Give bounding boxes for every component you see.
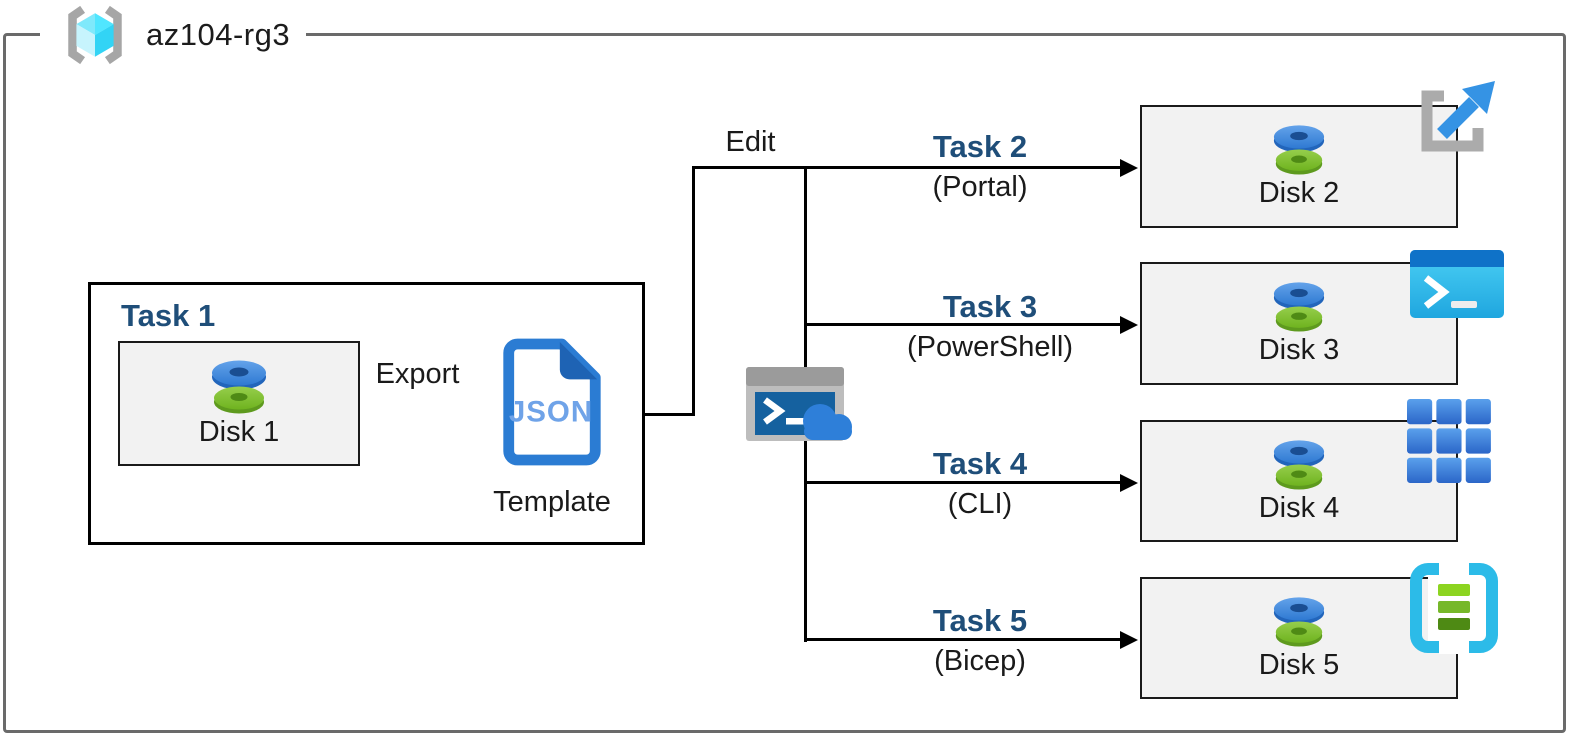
managed-disk-icon: [212, 360, 266, 414]
azure-portal-icon: [1421, 81, 1495, 152]
disk3-label: Disk 3: [1258, 334, 1340, 366]
disk2-box: Disk 2: [1140, 105, 1458, 228]
edit-label: Edit: [725, 126, 776, 158]
disk1-label: Disk 1: [198, 416, 280, 448]
connector-task4-line: [804, 481, 1124, 484]
disk3-box: Disk 3: [1140, 262, 1458, 385]
export-label: Export: [375, 358, 460, 390]
resource-group-icon: [68, 5, 122, 65]
cloud-glyph: [803, 404, 852, 440]
connector-template-out: [645, 413, 695, 416]
task1-label: Task 1: [121, 298, 216, 333]
resource-group-title: az104-rg3: [146, 17, 291, 52]
azure-cli-icon: [1407, 399, 1491, 483]
task4-method: (CLI): [947, 488, 1013, 520]
task3-label: Task 3: [942, 289, 1038, 324]
task4-arrowhead: [1120, 474, 1138, 492]
disk5-label: Disk 5: [1258, 648, 1340, 681]
resource-group-legend: az104-rg3: [40, 2, 307, 68]
template-label: Template: [493, 486, 611, 518]
connector-up: [692, 166, 695, 416]
task3-method: (PowerShell): [907, 331, 1073, 363]
managed-disk-icon: [1273, 282, 1325, 332]
cloud-shell-icon: [746, 367, 852, 441]
disk2-label: Disk 2: [1258, 177, 1340, 209]
task5-method: (Bicep): [934, 645, 1026, 677]
disk5-box: Disk 5: [1140, 577, 1458, 699]
task5-label: Task 5: [932, 603, 1028, 638]
connector-task5-line: [804, 638, 1124, 641]
managed-disk-icon: [1273, 125, 1325, 175]
disk4-label: Disk 4: [1258, 491, 1340, 524]
managed-disk-icon: [1273, 596, 1325, 647]
disk4-box: Disk 4: [1140, 420, 1458, 542]
disk1-box: Disk 1: [118, 341, 360, 466]
powershell-icon: [1410, 250, 1504, 318]
task4-label: Task 4: [932, 446, 1028, 481]
task2-arrowhead: [1120, 159, 1138, 177]
json-template-icon: JSON: [503, 338, 601, 466]
task5-arrowhead: [1120, 631, 1138, 649]
task3-arrowhead: [1120, 316, 1138, 334]
managed-disk-icon: [1273, 439, 1325, 490]
task2-label: Task 2: [932, 129, 1028, 164]
connector-task3-line: [804, 323, 1124, 326]
task2-method: (Portal): [932, 171, 1028, 203]
connector-task2-line: [692, 166, 1124, 169]
bicep-template-icon: [1410, 562, 1498, 654]
json-label: JSON: [509, 396, 593, 429]
